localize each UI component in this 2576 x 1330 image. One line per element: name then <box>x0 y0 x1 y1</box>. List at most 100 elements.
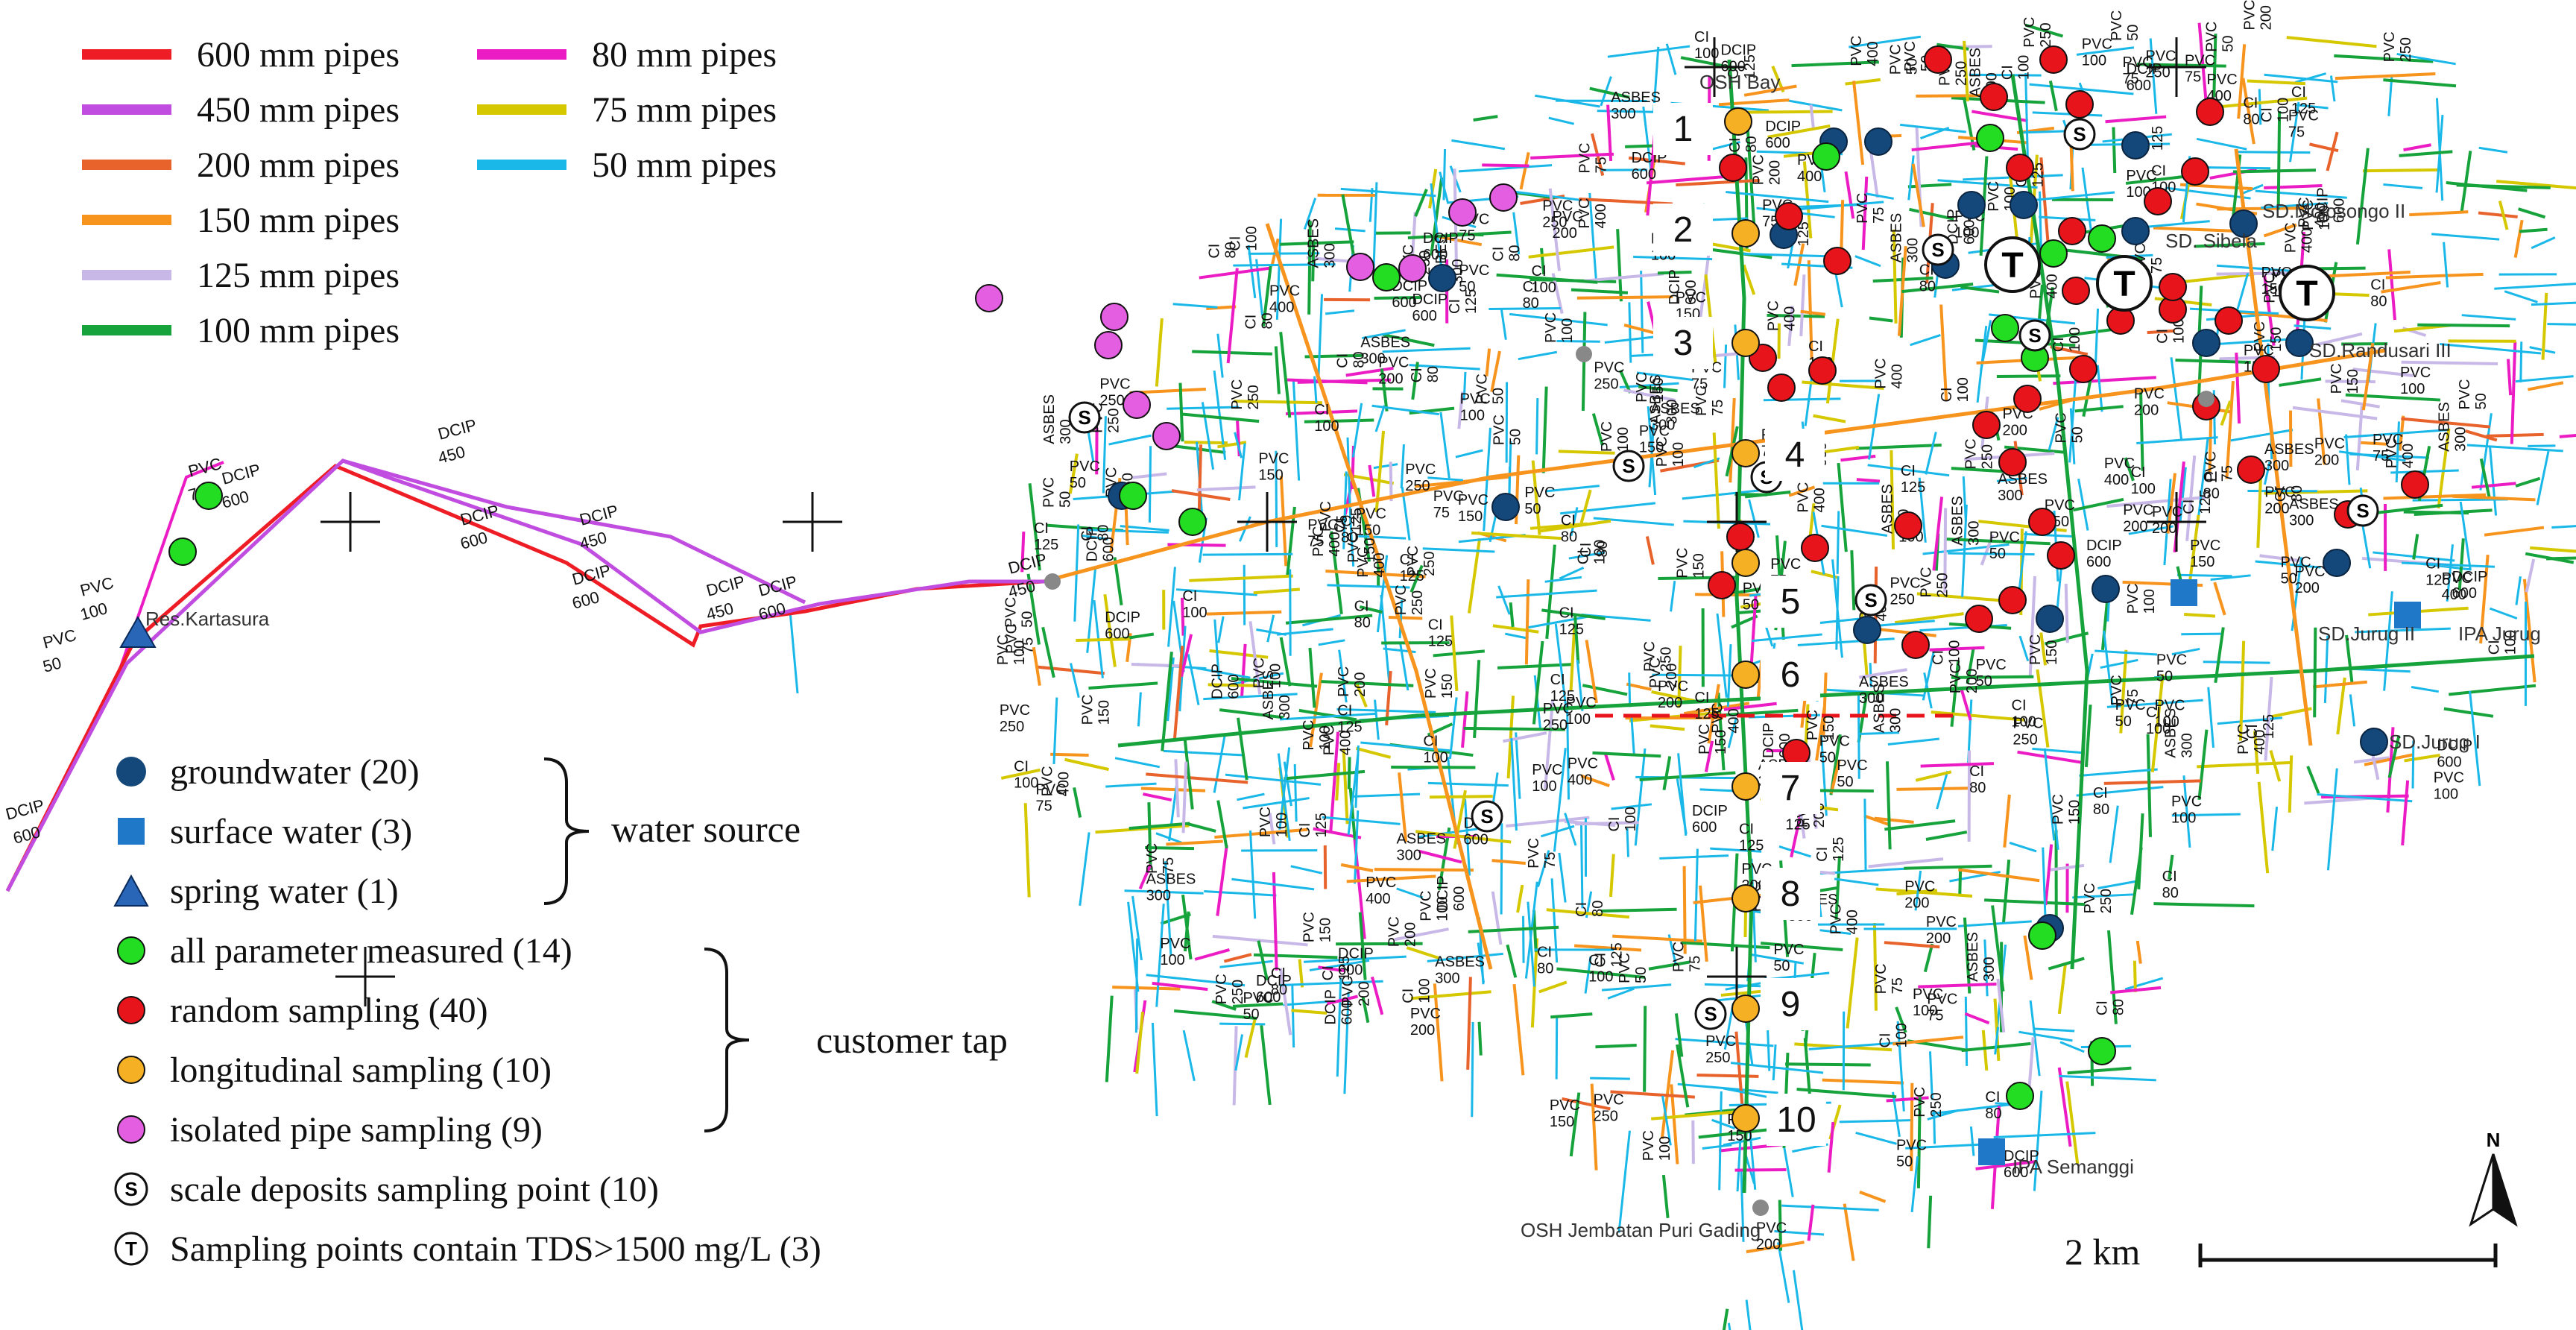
pipe-diameter-label: 300 <box>1360 350 1385 367</box>
pipe-segment <box>1905 1143 1984 1150</box>
pipe-segment <box>2306 766 2320 794</box>
pipe-segment <box>2196 438 2209 529</box>
pipe-diameter-label: 150 <box>1362 538 1378 562</box>
pipe-segment <box>2039 632 2048 666</box>
pipe-diameter-label: 200 <box>1664 664 1680 688</box>
pipe-segment <box>2214 627 2225 684</box>
pipe-segment <box>1652 46 1660 112</box>
pipe-segment <box>2024 23 2064 38</box>
pipe-segment <box>1120 525 1169 532</box>
pipe-material-label: DCIP <box>1720 42 1756 59</box>
pipe-segment <box>1105 995 1114 1082</box>
pipe-segment <box>1797 637 1895 646</box>
pipe-material-label: CI <box>2370 277 2385 293</box>
pipe-diameter-label: 100 <box>1423 750 1448 766</box>
isolated-pipe-circle-icon <box>112 1110 151 1149</box>
pipe-diameter-label: 80 <box>1590 901 1606 917</box>
pipe-diameter-label: 75 <box>1927 1008 1943 1024</box>
pipe-diameter-label: 150 <box>2268 327 2285 352</box>
sampling-point-marker <box>1428 264 1456 292</box>
trunk-label: PVC <box>78 573 116 600</box>
pipe-segment <box>2033 1027 2075 1033</box>
pipe-segment <box>2203 661 2270 664</box>
pipe-material-label: PVC <box>1229 379 1246 410</box>
pipe-diameter-label: 80 <box>1222 242 1239 258</box>
pipe-diameter-label: 125 <box>1400 568 1424 584</box>
pipe-segment <box>1343 992 1350 1094</box>
pipe-segment <box>1287 378 1368 385</box>
pipe-material-label: PVC <box>1654 436 1670 467</box>
pipe-segment <box>1146 772 1248 784</box>
pipe-segment <box>1466 977 1472 1070</box>
pipe-segment <box>1325 569 1426 579</box>
pipe-segment <box>1325 309 1355 315</box>
pipe-diameter-label: 100 <box>1694 45 1719 62</box>
pipe-segment <box>1584 272 1664 283</box>
pipe-segment <box>2528 444 2556 447</box>
pipe-segment <box>1509 312 1608 327</box>
scale-deposit-marker <box>1922 233 1954 266</box>
pipe-segment <box>2032 111 2103 117</box>
pipe-segment <box>1957 868 2040 883</box>
pipe-segment <box>1298 959 1304 988</box>
pipe-segment <box>1884 819 1956 831</box>
pipe-segment <box>1192 350 1272 356</box>
pipe-material-label: ASBES <box>1041 394 1058 444</box>
sampling-point-marker <box>2010 191 2038 219</box>
pipe-material-label: PVC <box>1393 584 1409 615</box>
sampling-point-marker <box>1767 374 1796 402</box>
sampling-point-marker <box>168 538 197 566</box>
sampling-point-marker <box>2181 157 2209 186</box>
pipe-segment <box>1382 347 1471 353</box>
pipe-segment <box>1553 748 1567 852</box>
legend-label: 50 mm pipes <box>592 145 777 185</box>
pipe-segment <box>2077 478 2089 531</box>
pipe-segment <box>2171 647 2200 656</box>
legend-tds-label: Sampling points contain TDS>1500 mg/L (3… <box>170 1229 821 1269</box>
pipe-material-label: PVC <box>2134 385 2165 402</box>
pipe-segment <box>1619 382 1679 389</box>
pipe-material-label: PVC <box>1423 668 1439 699</box>
pipe-segment <box>2235 151 2311 154</box>
pipe-segment <box>1914 870 1922 911</box>
pipe-segment <box>2288 101 2300 163</box>
pipe-diameter-label: 100 <box>2067 327 2083 352</box>
legend-isolated-pipe: isolated pipe sampling (9) <box>112 1100 1081 1159</box>
sampling-point-marker <box>1731 329 1760 357</box>
legend-tds-points: T Sampling points contain TDS>1500 mg/L … <box>112 1219 1081 1279</box>
groundwater-circle-icon <box>112 752 151 791</box>
pipe-segment <box>1232 1026 1238 1106</box>
pipe-diameter-label: 600 <box>1720 59 1745 75</box>
pipe-material-label: DCIP <box>1105 610 1140 626</box>
pipe-material-label: PVC <box>1750 154 1767 185</box>
pipe-segment <box>1327 584 1410 589</box>
pipe-segment <box>1807 260 1813 360</box>
pipe-diameter-label: 150 <box>1821 716 1837 740</box>
sampling-point-marker <box>1801 534 1829 562</box>
sampling-point-marker <box>1991 314 2019 342</box>
pipe-segment <box>1309 672 1323 748</box>
pipe-segment <box>2065 1081 2080 1164</box>
pipe-segment <box>2479 458 2491 497</box>
pipe-segment <box>1216 800 1228 849</box>
random-sampling-circle-icon <box>112 991 151 1030</box>
pipe-diameter-label: 600 <box>2127 78 2151 94</box>
pipe-diameter-label: 200 <box>1926 930 1951 947</box>
pipe-segment <box>2530 546 2576 553</box>
pipe-segment <box>1813 414 1846 423</box>
scale-deposit-marker <box>1854 584 1887 617</box>
pipe-diameter-label: 300 <box>1981 957 1998 982</box>
pipe-segment <box>1781 1204 1879 1211</box>
pipe-segment <box>1650 724 1685 731</box>
pipe-segment <box>2506 359 2513 396</box>
pipe-segment <box>1160 913 1191 925</box>
pipe-segment <box>2525 552 2575 564</box>
pipe-diameter-label: 300 <box>1146 887 1171 904</box>
pipe-segment <box>1461 691 1469 748</box>
pipe-diameter-label: 250 <box>1230 980 1246 1004</box>
pipe-diameter-label: 100 <box>1317 725 1333 750</box>
pipe-segment <box>1544 576 1582 583</box>
pipe-segment <box>1359 605 1383 614</box>
pipe-segment <box>2525 558 2536 593</box>
pipe-diameter-label: 250 <box>1409 590 1426 615</box>
